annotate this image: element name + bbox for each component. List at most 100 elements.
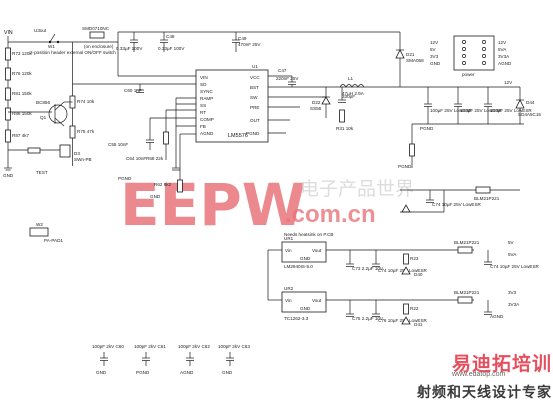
transistor-q1 — [48, 104, 68, 124]
ferrite-cap-label: C74 10µF 25V LowESR — [432, 202, 482, 207]
resistor-r97 — [409, 143, 415, 157]
sw-name: SMD0710NC — [82, 26, 110, 31]
conn-3: 5VA — [498, 47, 507, 52]
brand-url: www.edatop.com — [452, 371, 506, 378]
c-5va-label: C74 10µF 25V LowESR — [490, 264, 540, 269]
ferrite-2-label: BLM21P221 — [454, 240, 480, 245]
c73-label: C73 2.2µF 10V — [352, 266, 384, 271]
left-divider-column: VIN R73 120k R76 120k R81 150k R86 150k … — [3, 30, 118, 178]
outcap-1: 100µF 25V LowESR — [460, 108, 502, 113]
bgnd-2: AGND — [180, 370, 194, 375]
d44-part: SD4A5C15 — [518, 112, 541, 117]
rr1-label: R23 — [410, 256, 419, 261]
u1-pin-l0: VIN — [200, 75, 208, 80]
d21-part: SMA058 — [406, 58, 424, 63]
v33a-label: 3V3A — [508, 302, 520, 307]
r62-label: R62 8k2 — [154, 182, 172, 187]
bcap-2: 100pF 2kV C62 — [178, 344, 210, 349]
watermark-domain: .com.cn — [285, 201, 376, 228]
c1-label: 0.33µF 100V — [116, 46, 143, 51]
inductor-l1 — [339, 84, 365, 88]
ic-tc1262 — [281, 291, 327, 313]
jumper-pad — [29, 227, 49, 237]
conn-0: 12V — [430, 40, 439, 45]
c75-label: C75 2.2µF 10V — [352, 316, 384, 321]
bcap-3: 100pF 2kV C63 — [218, 344, 250, 349]
ur2-part: TC1262-3.3 — [284, 316, 309, 321]
ur2-vin: Vin — [285, 298, 292, 303]
c74-label: C74 10µF 25V LowESR — [378, 268, 428, 273]
rr2-label: R22 — [410, 306, 419, 311]
resistor-r73 — [5, 47, 11, 61]
gnd-label-left: GND — [3, 173, 14, 178]
w1-desc: 2-position header external ON/OFF switch — [30, 50, 116, 55]
ferrite-2 — [457, 246, 473, 254]
bcap-0: 100pF 2kV C60 — [92, 344, 124, 349]
v5a-label: 5VA — [508, 252, 517, 257]
ur1-vin: Vin — [285, 248, 292, 253]
bottom-capacitors: 100pF 2kV C60 GND 100pF 2kV C61 PGND 100… — [92, 344, 250, 375]
l1-desig: L1 — [348, 76, 354, 81]
switch-w1: U3out W1 2-position header external ON/O… — [30, 26, 116, 55]
gnd-label-2: GND — [150, 194, 161, 199]
ferrite-section: BLM21P221 C74 10µF 25V LowESR — [400, 186, 520, 213]
test-label: TEST — [36, 170, 48, 175]
outcap-0: 100µF 25V LowESR — [430, 108, 472, 113]
d3-label: D3 — [74, 151, 80, 156]
resistor-r31 — [339, 109, 345, 123]
l1-value: 47µH 2.9A — [342, 91, 365, 96]
ur2-gnd: GND — [300, 306, 311, 311]
q1-label: BC856 — [36, 100, 50, 105]
ujue-label: U3out — [34, 28, 47, 33]
diode-d21 — [395, 49, 405, 59]
pgnd-label-3: PGND — [398, 164, 412, 169]
ferrite-1 — [475, 186, 491, 194]
r-left-3: R86 150k — [12, 111, 32, 116]
d22-desig: D22 — [312, 100, 321, 105]
u1-pin-l4: SS — [200, 103, 206, 108]
u1-pin-r0: VCC — [250, 75, 260, 80]
ur2-desig: UR2 — [284, 286, 294, 291]
bgnd-0: GND — [96, 370, 107, 375]
snub-label: 330pF — [342, 94, 355, 99]
ur1-gnd: GND — [300, 256, 311, 261]
watermark-letters: EEPW — [120, 171, 306, 239]
conn-6: GND — [430, 61, 441, 66]
watermark-cn-name: 电子产品世界 — [300, 178, 414, 200]
ur1-part: LM2940IS-5.0 — [284, 264, 313, 269]
u1-pin-l1: SD — [200, 82, 207, 87]
w2-desc: PA-PAD1 — [44, 238, 63, 243]
r74-label: R74 10k — [77, 99, 95, 104]
r-left-1: R76 120k — [12, 71, 32, 76]
r-left-4: R87 4k7 — [12, 133, 30, 138]
led-d40 — [401, 266, 411, 275]
resistor-r22 — [403, 303, 409, 315]
diode-d22 — [321, 96, 331, 105]
brand-subtitle: 射频和天线设计专家 — [417, 385, 552, 401]
ferrite-3 — [457, 296, 473, 304]
bgnd-3: GND — [222, 370, 233, 375]
u1-pin-l7: FB — [200, 124, 206, 129]
switch-node: C47 220nF 25V L1 47µH 2.9A D22 SS56 330p… — [276, 32, 424, 131]
output-capacitors: 12V 100µF 25V LowESR 100µF 25V LowESR 10… — [398, 80, 541, 169]
resistor-r62 — [177, 179, 183, 193]
led-d40-upper — [401, 204, 411, 213]
c64-label: C64 10nF — [126, 156, 146, 161]
v33-label: 3V3 — [508, 290, 517, 295]
c47-label: C47 — [278, 68, 287, 73]
conn-1: 12V — [498, 40, 507, 45]
brand-title: 易迪拓培训 — [451, 353, 552, 375]
u1-pin-l6: COMP — [200, 117, 214, 122]
conn-2: 5V — [430, 47, 437, 52]
q1-desig: Q1 — [40, 115, 47, 120]
c3-label: 0.33µF 100V — [158, 46, 185, 51]
ldo-ur1: Needs heatsink on P.CB UR1 Vin Vout GND … — [267, 232, 540, 300]
d3-part: SWn-PB — [74, 157, 92, 162]
transistor-section: BC856 Q1 R74 10k R75 47k TEST D3 SWn-PB — [8, 42, 95, 175]
resistor-r87 — [5, 129, 11, 143]
ur1-desig: UR1 — [284, 236, 294, 241]
resistor-r75 — [69, 125, 76, 139]
c49-value: 470nF 25V — [238, 42, 261, 47]
bgnd-1: PGND — [136, 370, 150, 375]
